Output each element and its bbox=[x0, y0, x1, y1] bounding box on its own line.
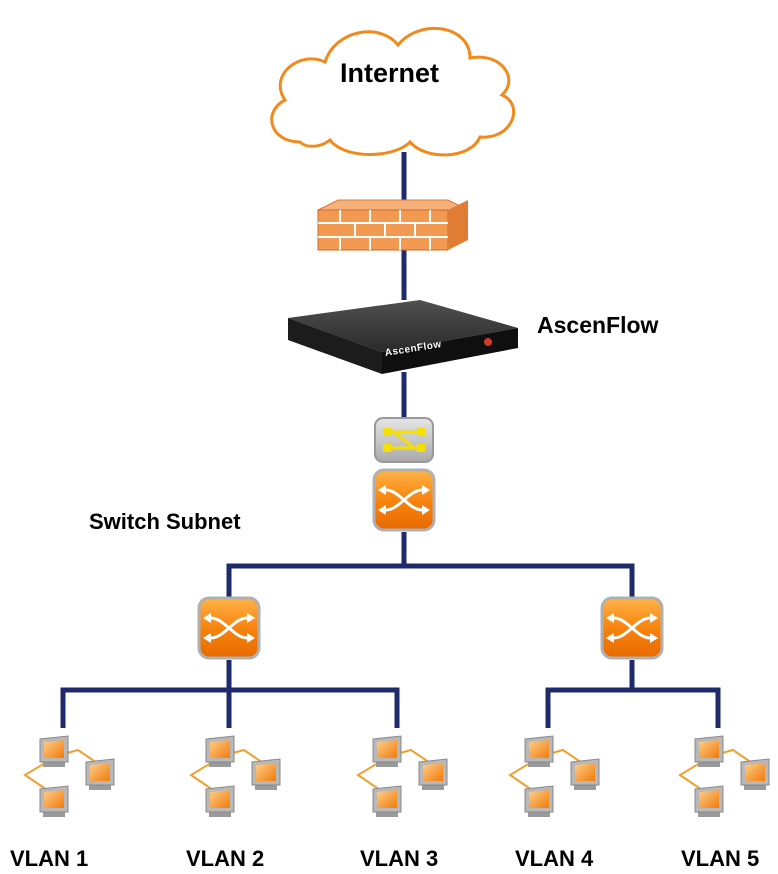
vlan-4-computers bbox=[508, 735, 600, 818]
computer-icon bbox=[372, 785, 402, 818]
vlan-2-computers bbox=[189, 735, 281, 818]
computer-icon bbox=[205, 735, 235, 768]
computer-icon bbox=[205, 785, 235, 818]
computer-icon bbox=[372, 735, 402, 768]
firewall-icon bbox=[317, 199, 469, 251]
switch-icon bbox=[197, 596, 261, 660]
computer-icon bbox=[740, 758, 770, 791]
computer-icon bbox=[694, 735, 724, 768]
switch-subnet-label: Switch Subnet bbox=[89, 509, 241, 534]
vlan-label: VLAN 4 bbox=[515, 846, 594, 871]
vlan-5-computers bbox=[678, 735, 770, 818]
vlan-1-computers bbox=[23, 735, 115, 818]
computer-icon bbox=[524, 735, 554, 768]
cloud-icon bbox=[270, 27, 515, 157]
vlan-label: VLAN 3 bbox=[360, 846, 439, 871]
computer-icon bbox=[39, 785, 69, 818]
link-core-distribution bbox=[226, 563, 635, 600]
computer-icon bbox=[694, 785, 724, 818]
switch-icon bbox=[600, 596, 664, 660]
vlan-label: VLAN 5 bbox=[681, 846, 760, 871]
vlan-3-computers bbox=[356, 735, 448, 818]
vlan-label: VLAN 2 bbox=[186, 846, 265, 871]
link-right-vlans bbox=[545, 687, 721, 728]
computer-icon bbox=[85, 758, 115, 791]
switch-icon bbox=[372, 468, 436, 532]
computer-icon bbox=[524, 785, 554, 818]
internet-label: Internet bbox=[340, 58, 440, 88]
network-appliance-icon bbox=[288, 300, 518, 374]
trunk-links bbox=[60, 152, 721, 728]
ascenflow-label: AscenFlow bbox=[537, 312, 659, 338]
computer-icon bbox=[570, 758, 600, 791]
hub-icon bbox=[374, 417, 434, 463]
vlan-label: VLAN 1 bbox=[10, 846, 89, 871]
computer-icon bbox=[251, 758, 281, 791]
computer-icon bbox=[39, 735, 69, 768]
computer-icon bbox=[418, 758, 448, 791]
